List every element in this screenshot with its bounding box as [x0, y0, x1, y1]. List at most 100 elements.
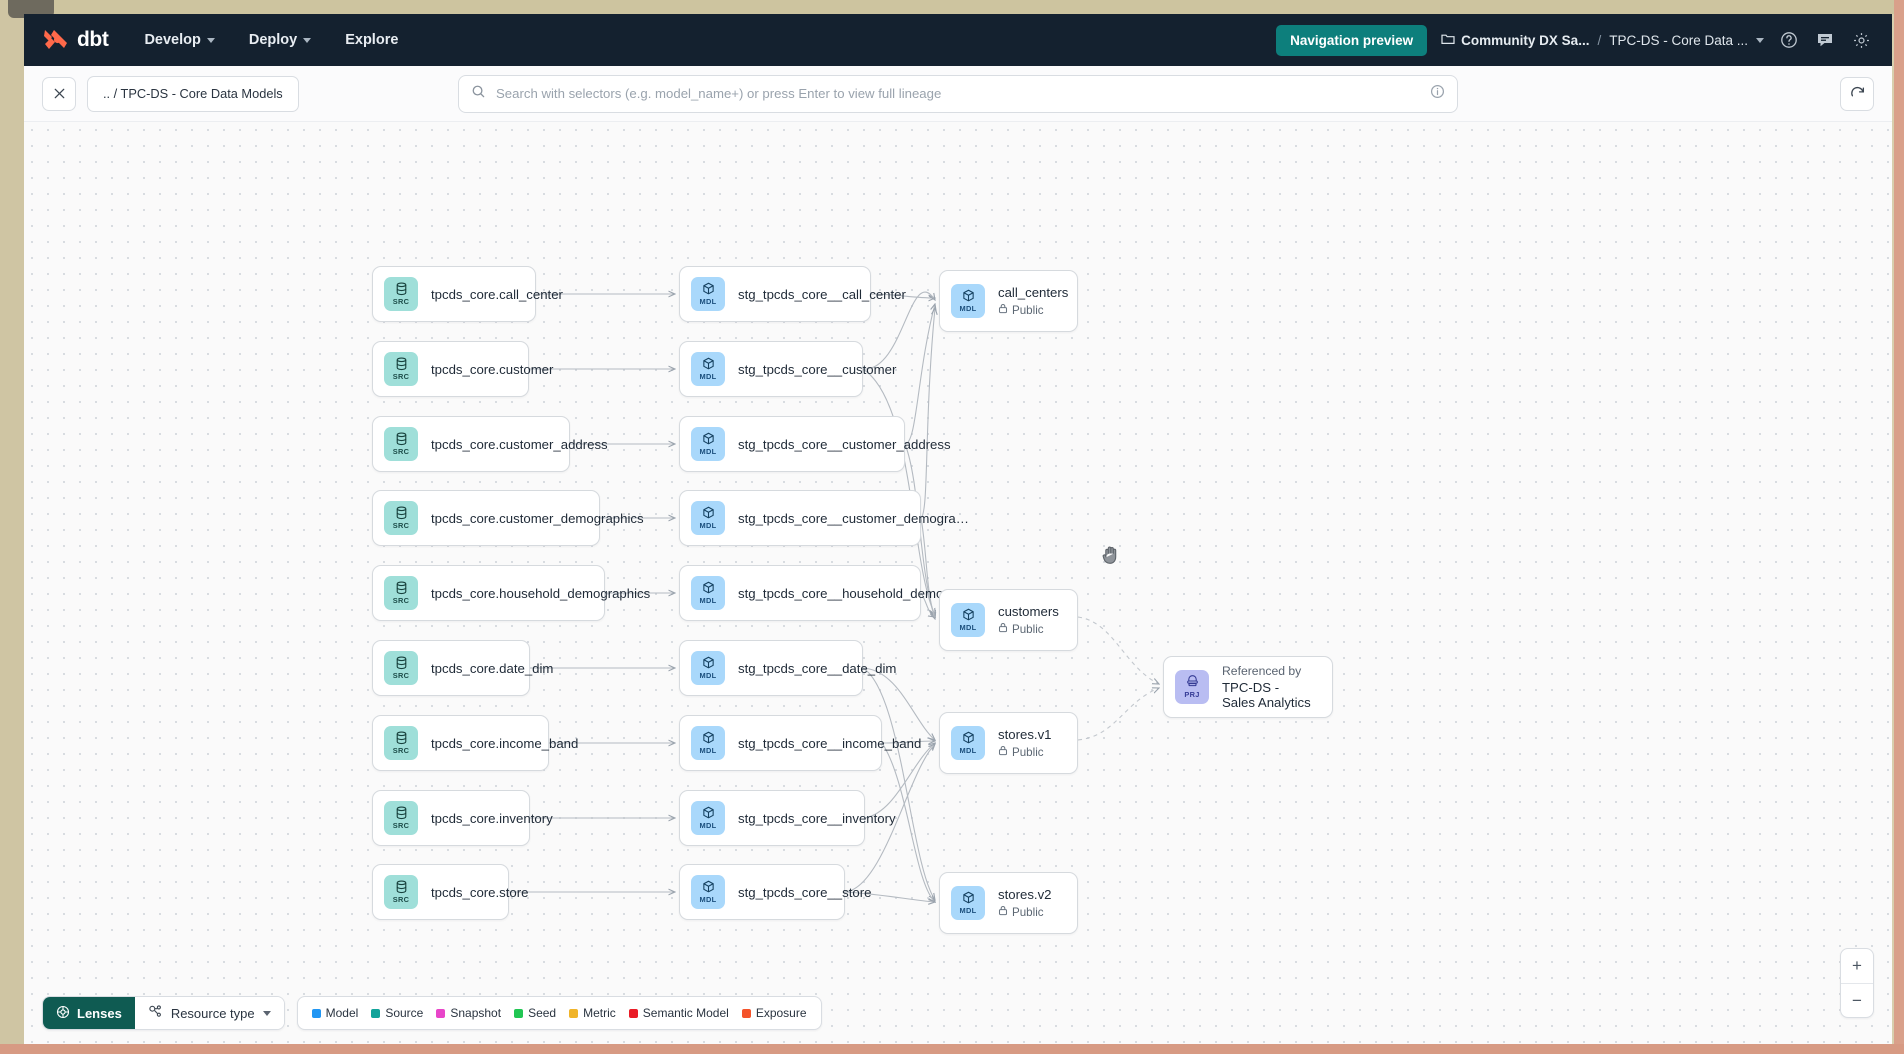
- model-type-label: MDL: [959, 304, 977, 313]
- lineage-node-source[interactable]: SRC tpcds_core.store: [372, 864, 529, 920]
- search-input[interactable]: [496, 86, 1420, 101]
- lineage-node-source[interactable]: SRC tpcds_core.customer_demographics: [372, 490, 644, 546]
- lineage-node-model[interactable]: MDL stg_tpcds_core__call_center: [679, 266, 906, 322]
- lenses-label: Lenses: [77, 1005, 122, 1021]
- chevron-down-icon: [262, 1010, 271, 1016]
- model-type-label: MDL: [699, 746, 717, 755]
- nav-item-develop-label: Develop: [144, 32, 201, 48]
- lens-icon: [56, 1005, 70, 1022]
- node-label: stg_tpcds_core__customer: [738, 361, 897, 377]
- lineage-node-model-public[interactable]: MDL stores.v2 Public: [939, 872, 1078, 934]
- lineage-node-model[interactable]: MDL stg_tpcds_core__household_demogr…: [679, 565, 968, 621]
- os-window-tab[interactable]: [8, 0, 54, 18]
- node-access: Public: [998, 622, 1059, 636]
- model-type-chip: MDL: [691, 277, 725, 311]
- model-type-label: MDL: [699, 895, 717, 904]
- refresh-button[interactable]: [1840, 76, 1874, 111]
- os-edge-top: [0, 0, 1904, 14]
- lineage-node-model[interactable]: MDL stg_tpcds_core__customer_address: [679, 416, 951, 472]
- project-stack-icon: [1186, 675, 1199, 689]
- dbt-logo[interactable]: dbt: [42, 27, 109, 53]
- model-type-chip: MDL: [691, 352, 725, 386]
- database-icon: [395, 731, 408, 745]
- model-type-chip: MDL: [691, 651, 725, 685]
- node-label: stg_tpcds_core__store: [738, 884, 872, 900]
- node-label: call_centers: [998, 285, 1069, 300]
- resource-type-legend: Model Source Snapshot Seed: [296, 996, 822, 1030]
- lineage-node-model[interactable]: MDL stg_tpcds_core__date_dim: [679, 640, 896, 696]
- lineage-node-project[interactable]: PRJ Referenced by TPC-DS - Sales Analyti…: [1163, 656, 1333, 718]
- nav-item-explore[interactable]: Explore: [343, 28, 400, 52]
- lineage-node-source[interactable]: SRC tpcds_core.customer: [372, 341, 553, 397]
- lineage-node-model[interactable]: MDL stg_tpcds_core__customer_demogra…: [679, 490, 969, 546]
- lenses-control-group: Lenses Resource type: [42, 996, 285, 1030]
- breadcrumb-environment-label[interactable]: TPC-DS - Core Data ...: [1609, 32, 1748, 48]
- lineage-node-model-public[interactable]: MDL stores.v1 Public: [939, 712, 1078, 774]
- lineage-toolbar: .. / TPC-DS - Core Data Models: [24, 66, 1892, 122]
- lineage-node-source[interactable]: SRC tpcds_core.income_band: [372, 715, 578, 771]
- source-type-chip: SRC: [384, 875, 418, 909]
- lineage-node-model-public[interactable]: MDL call_centers Public: [939, 270, 1078, 332]
- node-access-label: Public: [1012, 745, 1044, 759]
- model-type-label: MDL: [699, 596, 717, 605]
- cube-icon: [962, 891, 975, 905]
- breadcrumb-project[interactable]: Community DX Sa...: [1441, 33, 1589, 48]
- resource-type-dropdown[interactable]: Resource type: [134, 997, 284, 1029]
- toolbar-right-group: [1840, 76, 1874, 111]
- node-text-group: stores.v1 Public: [998, 727, 1052, 759]
- info-icon[interactable]: [1430, 84, 1445, 104]
- lineage-node-model-public[interactable]: MDL customers Public: [939, 589, 1078, 651]
- model-type-chip: MDL: [691, 801, 725, 835]
- model-type-chip: MDL: [691, 875, 725, 909]
- lineage-canvas[interactable]: SRC tpcds_core.call_center SRC tpcds_cor…: [24, 122, 1892, 1044]
- source-type-label: SRC: [392, 596, 410, 605]
- lineage-node-model[interactable]: MDL stg_tpcds_core__income_band: [679, 715, 921, 771]
- nav-item-explore-label: Explore: [345, 32, 399, 48]
- help-icon[interactable]: [1778, 29, 1800, 51]
- legend-label: Snapshot: [450, 1006, 502, 1020]
- cube-icon: [702, 731, 715, 745]
- lineage-node-source[interactable]: SRC tpcds_core.call_center: [372, 266, 563, 322]
- zoom-in-button[interactable]: +: [1852, 956, 1862, 975]
- referenced-by-kicker: Referenced by: [1222, 664, 1302, 678]
- source-type-label: SRC: [392, 671, 410, 680]
- project-type-label: PRJ: [1184, 690, 1200, 699]
- lineage-node-model[interactable]: MDL stg_tpcds_core__inventory: [679, 790, 896, 846]
- feedback-icon[interactable]: [1814, 29, 1836, 51]
- resource-type-icon: [148, 1004, 163, 1022]
- cube-icon: [702, 432, 715, 446]
- lineage-node-source[interactable]: SRC tpcds_core.customer_address: [372, 416, 608, 472]
- database-icon: [395, 357, 408, 371]
- lineage-node-model[interactable]: MDL stg_tpcds_core__store: [679, 864, 871, 920]
- model-type-label: MDL: [699, 821, 717, 830]
- navigation-preview-button[interactable]: Navigation preview: [1276, 24, 1428, 56]
- project-type-chip: PRJ: [1175, 670, 1209, 704]
- zoom-controls: + −: [1840, 948, 1874, 1018]
- lineage-breadcrumb[interactable]: .. / TPC-DS - Core Data Models: [87, 75, 299, 112]
- node-label: tpcds_core.customer: [431, 361, 554, 377]
- settings-icon[interactable]: [1850, 29, 1872, 51]
- close-lineage-button[interactable]: [42, 76, 76, 111]
- lineage-node-source[interactable]: SRC tpcds_core.date_dim: [372, 640, 553, 696]
- node-label: tpcds_core.customer_demographics: [431, 510, 644, 526]
- zoom-out-button[interactable]: −: [1841, 983, 1873, 1017]
- model-type-label: MDL: [699, 521, 717, 530]
- node-access: Public: [998, 303, 1059, 317]
- node-label: stg_tpcds_core__date_dim: [738, 660, 897, 676]
- lenses-button[interactable]: Lenses: [43, 997, 135, 1029]
- node-access: Public: [998, 745, 1052, 759]
- lineage-search[interactable]: [458, 74, 1458, 113]
- search-icon: [471, 84, 486, 104]
- lineage-node-source[interactable]: SRC tpcds_core.inventory: [372, 790, 553, 846]
- chevron-down-icon[interactable]: [1756, 37, 1764, 43]
- os-edge-bottom: [0, 1044, 1904, 1054]
- node-label: tpcds_core.store: [431, 884, 529, 900]
- lineage-node-source[interactable]: SRC tpcds_core.household_demographics: [372, 565, 650, 621]
- node-label: TPC-DS - Sales Analytics: [1222, 680, 1311, 710]
- database-icon: [395, 432, 408, 446]
- node-label: tpcds_core.household_demographics: [431, 585, 651, 601]
- model-type-label: MDL: [699, 447, 717, 456]
- nav-item-develop[interactable]: Develop: [142, 28, 216, 52]
- lineage-node-model[interactable]: MDL stg_tpcds_core__customer: [679, 341, 896, 397]
- nav-item-deploy[interactable]: Deploy: [247, 28, 313, 52]
